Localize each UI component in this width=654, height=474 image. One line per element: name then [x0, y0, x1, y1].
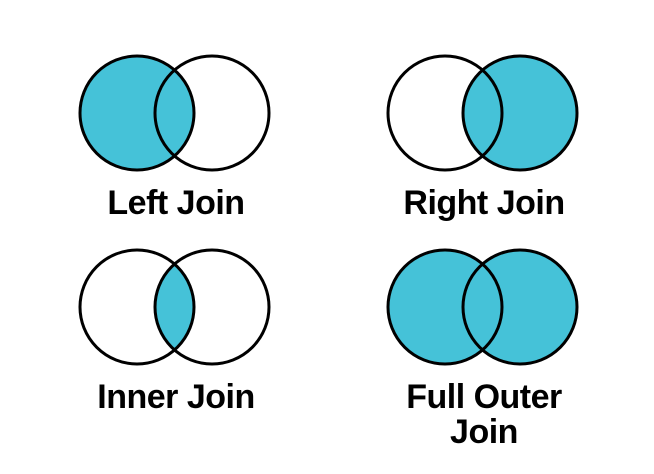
venn-label-left-join: Left Join: [107, 184, 245, 222]
venn-cell-inner-join: Inner Join: [70, 243, 282, 415]
venn-diagram-full-outer-join: [386, 248, 579, 366]
venn-diagram-left-join: [78, 54, 271, 172]
venn-cell-right-join: Right Join: [378, 49, 590, 221]
venn-cell-left-join: Left Join: [70, 49, 282, 221]
venn-label-full-outer-join: Full Outer Join: [406, 378, 562, 451]
venn-diagram-inner-join: [78, 248, 271, 366]
venn-diagram-right-join: [386, 54, 579, 172]
venn-label-right-join: Right Join: [403, 184, 565, 222]
venn-label-inner-join: Inner Join: [97, 378, 255, 416]
venn-cell-full-outer-join: Full Outer Join: [378, 243, 590, 450]
